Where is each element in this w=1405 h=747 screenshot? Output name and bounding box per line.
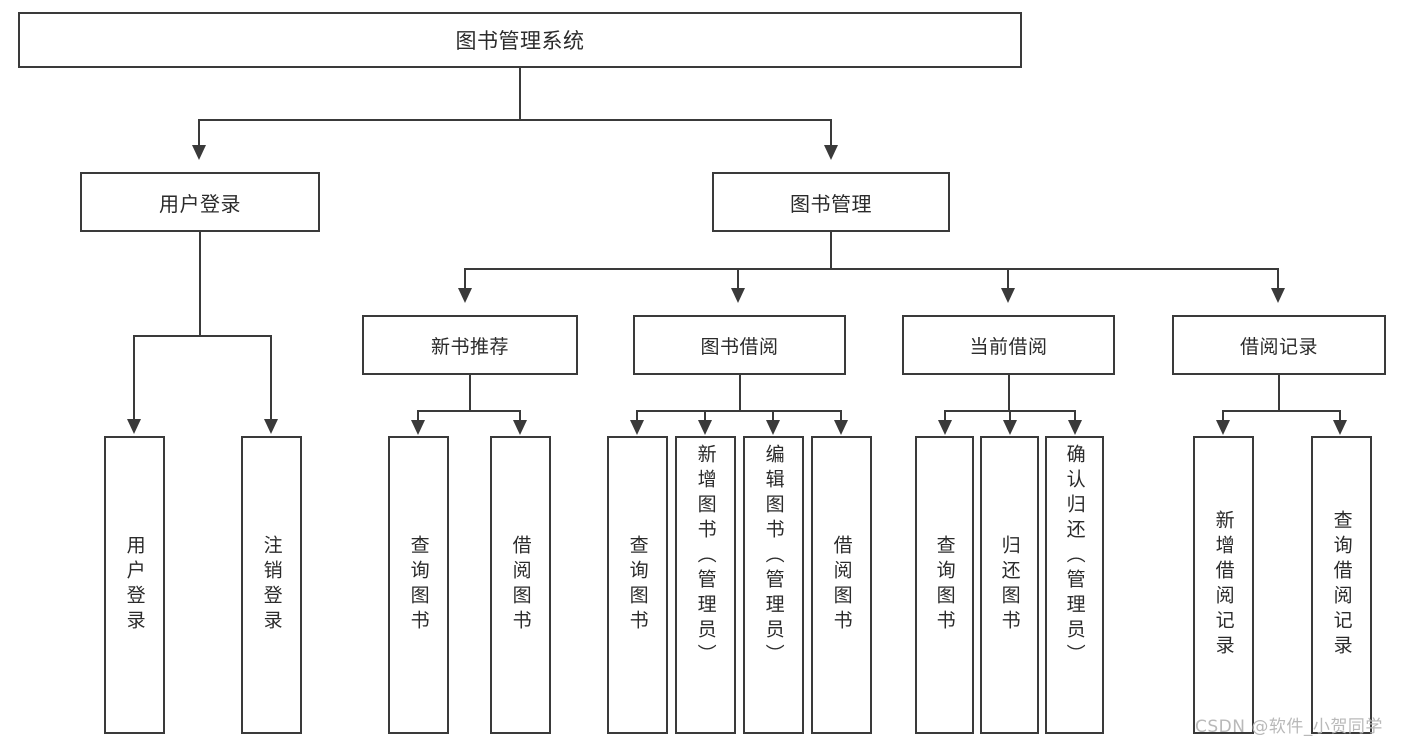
node-label: 借阅记录: [1239, 335, 1318, 358]
node-current-borrow[interactable]: 当前借阅: [902, 315, 1115, 375]
connector-root-drop-1: [198, 119, 200, 147]
arrow-to-leaf-edit-book: [766, 420, 780, 435]
arrow-to-leaf-user-login: [127, 419, 141, 434]
connector-l2-drop-3: [1007, 268, 1009, 290]
node-label: 查询借阅记录: [1330, 510, 1353, 660]
leaf-user-login[interactable]: 用户登录: [104, 436, 165, 734]
connector-borrow-record-drop-2: [1339, 410, 1341, 422]
leaf-new-book-query-book[interactable]: 查询图书: [388, 436, 449, 734]
node-label: 新增借阅记录: [1212, 510, 1235, 660]
connector-l2-drop-1: [464, 268, 466, 290]
arrow-to-leaf-borrow-book-2: [834, 420, 848, 435]
connector-user-login-stem: [199, 232, 201, 336]
connector-book-management-bar: [464, 268, 1279, 270]
node-label: 编辑图书（管理员）: [762, 444, 785, 669]
node-label: 借阅图书: [830, 535, 853, 635]
connector-borrow-record-bar: [1222, 410, 1340, 412]
arrow-to-new-book-recommend: [458, 288, 472, 303]
node-label: 图书管理: [790, 191, 872, 216]
connector-book-borrow-stem: [739, 375, 741, 411]
connector-book-borrow-drop-2: [704, 410, 706, 422]
node-book-management[interactable]: 图书管理: [712, 172, 950, 232]
leaf-borrow-record-add-record[interactable]: 新增借阅记录: [1193, 436, 1254, 734]
connector-current-borrow-drop-2: [1009, 410, 1011, 422]
connector-current-borrow-stem: [1008, 375, 1010, 411]
node-label: 用户登录: [159, 191, 241, 216]
arrow-to-current-borrow: [1001, 288, 1015, 303]
connector-new-book-drop-2: [519, 410, 521, 422]
node-label: 新增图书（管理员）: [694, 444, 717, 669]
node-label: 查询图书: [407, 535, 430, 635]
connector-root-bar: [198, 119, 832, 121]
connector-user-login-drop-2: [270, 335, 272, 421]
arrow-to-leaf-query-book-3: [938, 420, 952, 435]
arrow-to-book-management: [824, 145, 838, 160]
leaf-current-borrow-return-book[interactable]: 归还图书: [980, 436, 1039, 734]
arrow-to-leaf-borrow-book-1: [513, 420, 527, 435]
node-new-book-recommend[interactable]: 新书推荐: [362, 315, 578, 375]
connector-root-stem: [519, 68, 521, 120]
leaf-book-borrow-borrow-book[interactable]: 借阅图书: [811, 436, 872, 734]
connector-l2-drop-2: [737, 268, 739, 290]
node-label: 查询图书: [626, 535, 649, 635]
connector-current-borrow-drop-3: [1074, 410, 1076, 422]
connector-book-borrow-drop-3: [772, 410, 774, 422]
arrow-to-book-borrow: [731, 288, 745, 303]
node-label: 借阅图书: [509, 535, 532, 635]
node-label: 图书管理系统: [455, 29, 585, 53]
connector-new-book-drop-1: [417, 410, 419, 422]
leaf-current-borrow-query-book[interactable]: 查询图书: [915, 436, 974, 734]
node-label: 归还图书: [998, 535, 1021, 635]
leaf-book-borrow-edit-book[interactable]: 编辑图书（管理员）: [743, 436, 804, 734]
connector-book-management-stem: [830, 232, 832, 269]
leaf-book-borrow-query-book[interactable]: 查询图书: [607, 436, 668, 734]
node-label: 确认归还（管理员）: [1063, 444, 1086, 669]
leaf-book-borrow-add-book[interactable]: 新增图书（管理员）: [675, 436, 736, 734]
node-book-borrow[interactable]: 图书借阅: [633, 315, 846, 375]
connector-root-drop-2: [830, 119, 832, 147]
arrow-to-leaf-return-book: [1003, 420, 1017, 435]
arrow-to-leaf-query-book-1: [411, 420, 425, 435]
connector-user-login-bar: [133, 335, 271, 337]
node-label: 用户登录: [123, 535, 146, 635]
node-label: 新书推荐: [430, 335, 509, 358]
connector-new-book-stem: [469, 375, 471, 411]
arrow-to-leaf-query-book-2: [630, 420, 644, 435]
leaf-current-borrow-confirm-return[interactable]: 确认归还（管理员）: [1045, 436, 1104, 734]
connector-borrow-record-stem: [1278, 375, 1280, 411]
leaf-new-book-borrow-book[interactable]: 借阅图书: [490, 436, 551, 734]
connector-l2-drop-4: [1277, 268, 1279, 290]
connector-new-book-bar: [417, 410, 521, 412]
arrow-to-borrow-record: [1271, 288, 1285, 303]
node-label: 图书借阅: [700, 335, 779, 358]
arrow-to-leaf-logout: [264, 419, 278, 434]
node-root-book-management-system[interactable]: 图书管理系统: [18, 12, 1022, 68]
arrow-to-user-login: [192, 145, 206, 160]
connector-book-borrow-bar: [636, 410, 842, 412]
leaf-borrow-record-query-record[interactable]: 查询借阅记录: [1311, 436, 1372, 734]
node-label: 注销登录: [260, 535, 283, 635]
node-label: 查询图书: [933, 535, 956, 635]
node-user-login[interactable]: 用户登录: [80, 172, 320, 232]
node-borrow-record[interactable]: 借阅记录: [1172, 315, 1386, 375]
arrow-to-leaf-query-record: [1333, 420, 1347, 435]
leaf-logout[interactable]: 注销登录: [241, 436, 302, 734]
connector-book-borrow-drop-1: [636, 410, 638, 422]
arrow-to-leaf-add-record: [1216, 420, 1230, 435]
connector-current-borrow-drop-1: [944, 410, 946, 422]
node-label: 当前借阅: [969, 335, 1048, 358]
arrow-to-leaf-add-book: [698, 420, 712, 435]
connector-book-borrow-drop-4: [840, 410, 842, 422]
arrow-to-leaf-confirm-return: [1068, 420, 1082, 435]
connector-user-login-drop-1: [133, 335, 135, 421]
connector-borrow-record-drop-1: [1222, 410, 1224, 422]
